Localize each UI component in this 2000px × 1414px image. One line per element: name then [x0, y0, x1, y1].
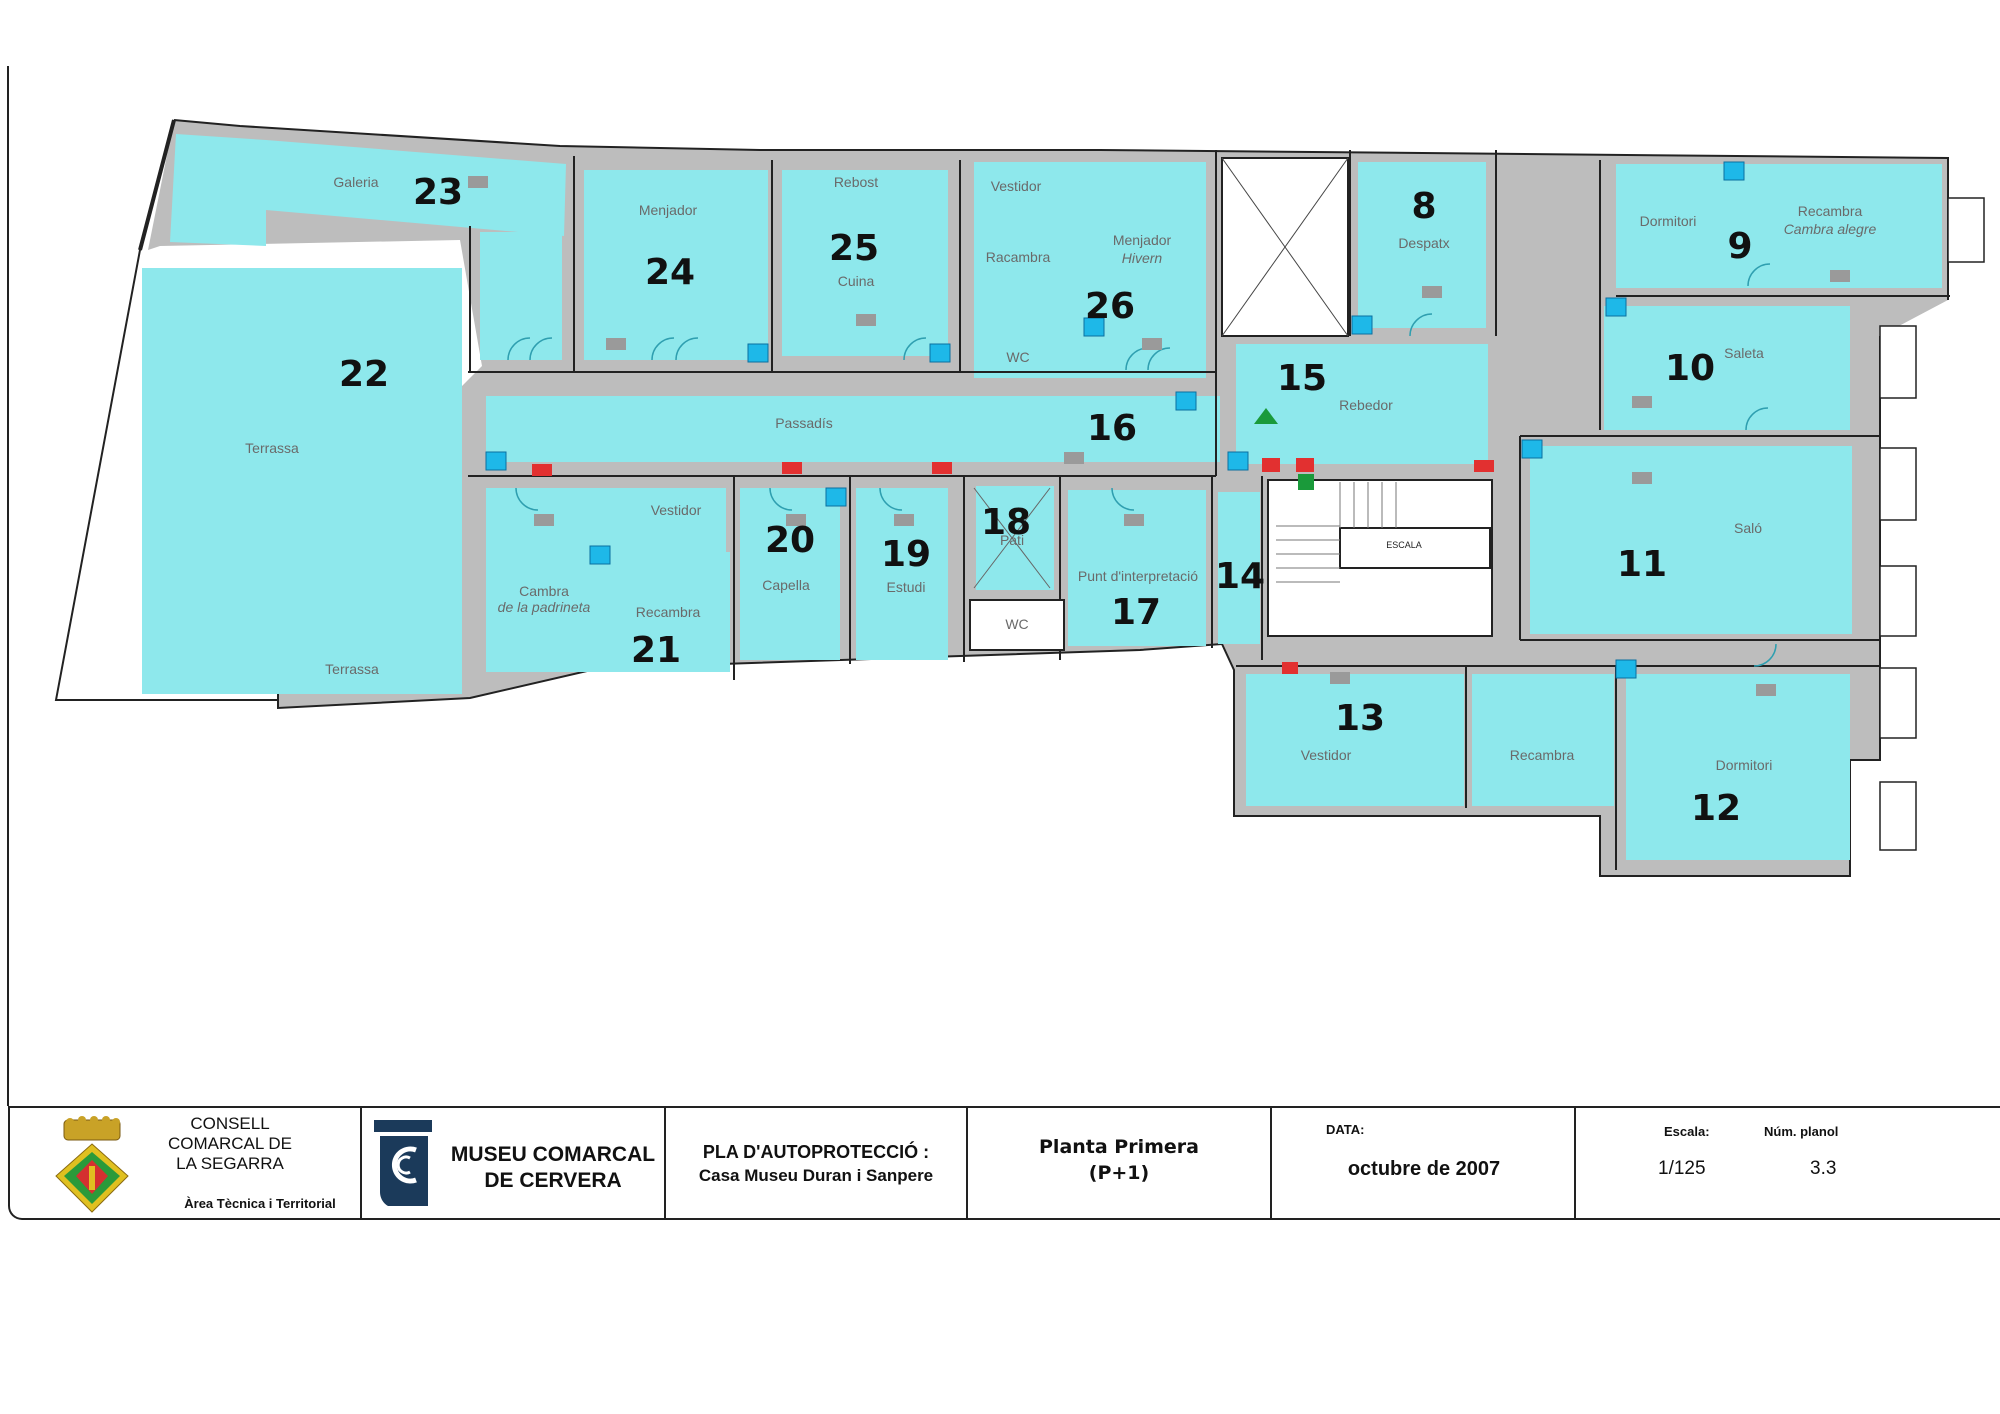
- num-planol-label: Núm. planol: [1764, 1124, 1839, 1139]
- title-cell-escala: Escala: Núm. planol 1/125 3.3: [1576, 1108, 2000, 1218]
- room-number-20: 20: [765, 520, 815, 561]
- alarm-buttons: [532, 458, 1494, 674]
- room-8-label: Despatx: [1398, 235, 1449, 251]
- room-number-10: 10: [1665, 348, 1715, 389]
- room-numbers: 8 9 10 11 12 13 14 15 16 17 18 19 20 21 …: [339, 172, 1753, 829]
- balconies: [1879, 197, 1985, 851]
- title-cell-museu: MUSEU COMARCAL DE CERVERA: [362, 1108, 666, 1218]
- escala-label-tb: Escala:: [1664, 1124, 1710, 1139]
- room-18-label: Pati: [1000, 532, 1024, 548]
- exit-sign-icon: [1298, 474, 1314, 490]
- consell-coat-of-arms-icon: [55, 1116, 129, 1213]
- room-23-label: Galeria: [333, 174, 378, 190]
- room-20-label: Capella: [762, 577, 810, 593]
- data-label: DATA:: [1326, 1122, 1365, 1137]
- room-13-label2: Recambra: [1510, 747, 1575, 763]
- room-21-label2: de la padrineta: [498, 599, 591, 615]
- room-10-label: Saleta: [1724, 345, 1764, 361]
- room-22-label2: Terrassa: [325, 661, 379, 677]
- room-26-label2: Racambra: [986, 249, 1051, 265]
- room-17-label: Punt d'interpretació: [1078, 568, 1198, 584]
- title-cell-consell: CONSELL COMARCAL DE LA SEGARRA Àrea Tècn…: [10, 1108, 362, 1218]
- room-number-21: 21: [631, 630, 681, 671]
- data-value: octubre de 2007: [1347, 1158, 1501, 1180]
- room-number-23: 23: [413, 172, 463, 213]
- rooms: [142, 134, 1942, 860]
- room-number-19: 19: [881, 534, 931, 575]
- room-13-label: Vestidor: [1301, 747, 1352, 763]
- interior-walls: [468, 150, 1950, 870]
- room-26-label5: WC: [1006, 349, 1029, 365]
- room-25-label2: Cuina: [838, 273, 875, 289]
- emergency-light-icon: [1254, 408, 1278, 424]
- room-number-15: 15: [1277, 358, 1327, 399]
- room-24-label: Menjador: [639, 202, 698, 218]
- wc-box: [969, 599, 1065, 651]
- museu-logo-icon: [374, 1120, 432, 1206]
- room-9-label2: Recambra: [1798, 203, 1863, 219]
- room-number-11: 11: [1617, 544, 1667, 585]
- stair-shaft: ESCALA: [1221, 157, 1493, 637]
- pati-cross: [973, 487, 1051, 589]
- room-number-9: 9: [1727, 226, 1752, 267]
- room-number-18: 18: [981, 502, 1031, 543]
- room-number-26: 26: [1085, 286, 1135, 327]
- room-number-25: 25: [829, 228, 879, 269]
- room-22-label: Terrassa: [245, 440, 299, 456]
- room-19-label: Estudi: [887, 579, 926, 595]
- title-block: CONSELL COMARCAL DE LA SEGARRA Àrea Tècn…: [8, 1106, 2000, 1220]
- room-number-13: 13: [1335, 698, 1385, 739]
- fire-extinguishers: [485, 161, 1745, 679]
- room-number-8: 8: [1411, 186, 1436, 227]
- title-cell-data: DATA: octubre de 2007: [1272, 1108, 1576, 1218]
- room-number-22: 22: [339, 354, 389, 395]
- room-number-24: 24: [645, 252, 695, 293]
- room-21-label4: Vestidor: [651, 502, 702, 518]
- title-cell-planta: Planta Primera (P+1): [968, 1108, 1272, 1218]
- consell-name: CONSELL COMARCAL DE LA SEGARRA: [167, 1114, 293, 1173]
- room-21-label3: Recambra: [636, 604, 701, 620]
- escala-label: ESCALA: [1386, 540, 1422, 550]
- area-tecnica: Àrea Tècnica i Territorial: [184, 1196, 336, 1211]
- pla-title: PLA D'AUTOPROTECCIÓ :: [702, 1142, 930, 1162]
- planta-name: Planta Primera: [1039, 1136, 1199, 1158]
- room-labels: Galeria Terrassa Terrassa Menjador Rebos…: [245, 174, 1876, 773]
- room-number-14: 14: [1215, 556, 1265, 597]
- room-9-label3: Cambra alegre: [1784, 221, 1877, 237]
- room-26-label3: Menjador: [1113, 232, 1172, 248]
- smoke-detectors: [468, 176, 1850, 696]
- room-26-label4: Hivern: [1122, 250, 1163, 266]
- num-planol-value: 3.3: [1810, 1158, 1837, 1179]
- wc-label: WC: [1005, 616, 1028, 632]
- title-cell-pla: PLA D'AUTOPROTECCIÓ : Casa Museu Duran i…: [666, 1108, 968, 1218]
- room-12-label: Dormitori: [1716, 757, 1773, 773]
- museu-name: MUSEU COMARCAL DE CERVERA: [450, 1143, 656, 1192]
- room-11-label: Saló: [1734, 520, 1762, 536]
- room-number-16: 16: [1087, 408, 1137, 449]
- room-9-label: Dormitori: [1640, 213, 1697, 229]
- room-number-12: 12: [1691, 788, 1741, 829]
- pla-subtitle: Casa Museu Duran i Sanpere: [698, 1166, 934, 1185]
- room-26-label: Vestidor: [991, 178, 1042, 194]
- room-25-label: Rebost: [834, 174, 878, 190]
- room-21-label: Cambra: [519, 583, 569, 599]
- room-number-17: 17: [1111, 592, 1161, 633]
- room-15-label: Rebedor: [1339, 397, 1393, 413]
- escala-value: 1/125: [1658, 1158, 1706, 1179]
- planta-code: (P+1): [1088, 1162, 1150, 1184]
- room-16-label: Passadís: [775, 415, 833, 431]
